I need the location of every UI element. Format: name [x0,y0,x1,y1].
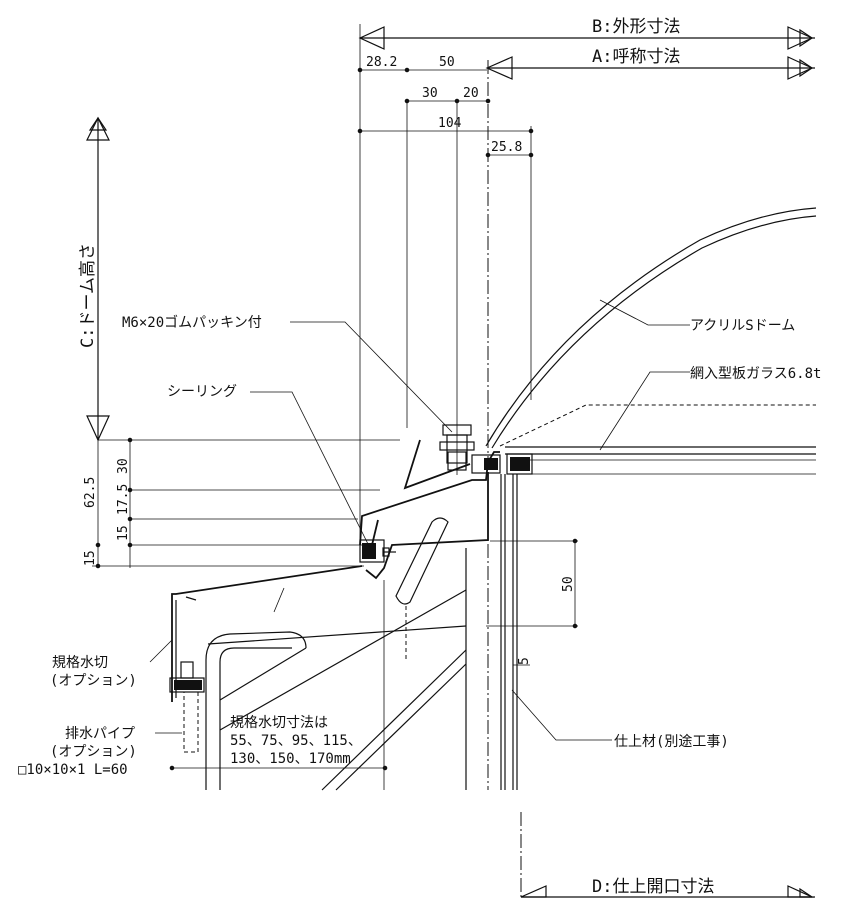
dim-20: 20 [463,86,479,101]
pipe-label-3: □10×10×1 L=60 [18,762,128,778]
pipe-label-2: (オプション) [50,744,137,760]
dim-62-5: 62.5 [83,477,98,508]
finish-wall [500,474,518,790]
flashing-label-2: (オプション) [50,673,137,689]
label-flash-size: 規格水切寸法は 55、75、95、115、 130、150、170mm [169,715,388,771]
pipe-label-1: 排水パイプ [65,726,135,742]
dim-28-2: 28.2 [366,55,397,70]
flashing-label-1: 規格水切 [52,655,108,671]
label-bolt: M6×20ゴムパッキン付 [122,314,453,433]
flash-size-3: 130、150、170mm [230,751,351,767]
arch-pipe [205,631,307,790]
label-pipe: 排水パイプ (オプション) □10×10×1 L=60 [18,726,182,778]
dim-50-top: 50 [439,55,455,70]
dome-label: アクリルSドーム [690,318,795,334]
label-dome: アクリルSドーム [599,299,795,334]
sealing-label: シーリング [167,384,237,400]
flash-size-2: 55、75、95、115、 [230,733,362,749]
label-glass: 網入型板ガラス6.8t [599,366,821,451]
dim-25-8: 25.8 [491,140,522,155]
dim-104: 104 [438,116,462,131]
dim-30-left: 30 [116,458,131,474]
finish-label: 仕上材(別途工事) [614,733,729,750]
acrylic-dome [485,207,817,449]
diagonal-members [207,548,467,791]
support-rod [383,517,449,790]
flash-size-1: 規格水切寸法は [230,715,328,731]
dim-15-a: 15 [116,525,131,541]
dimension-a-label: A:呼称寸法 [592,47,680,67]
dim-17-5: 17.5 [116,484,131,515]
dim-50-right: 50 [561,576,576,592]
dim-5: 5 [517,657,532,665]
label-flashing: 規格水切 (オプション) [50,639,173,689]
glass-panel [505,446,816,475]
dimension-b-label: B:外形寸法 [592,17,680,37]
dimension-c: C:ドーム高さ [78,116,110,442]
label-sealing: シーリング [167,384,371,549]
dim-15-b: 15 [83,550,98,566]
label-finish: 仕上材(別途工事) [511,689,729,750]
dimension-d-label: D:仕上開口寸法 [592,877,714,897]
bolt [439,418,475,475]
dimension-b: B:外形寸法 [358,17,815,50]
dim-30-top: 30 [422,86,438,101]
drain-seal [169,661,205,753]
dimension-c-label: C:ドーム高さ [78,243,98,348]
frame-profile [359,439,501,580]
glass-label: 網入型板ガラス6.8t [690,366,821,382]
dimension-a: A:呼称寸法 [485,47,815,80]
bolt-label: M6×20ゴムパッキン付 [122,314,262,331]
dimension-d: D:仕上開口寸法 [520,812,815,900]
